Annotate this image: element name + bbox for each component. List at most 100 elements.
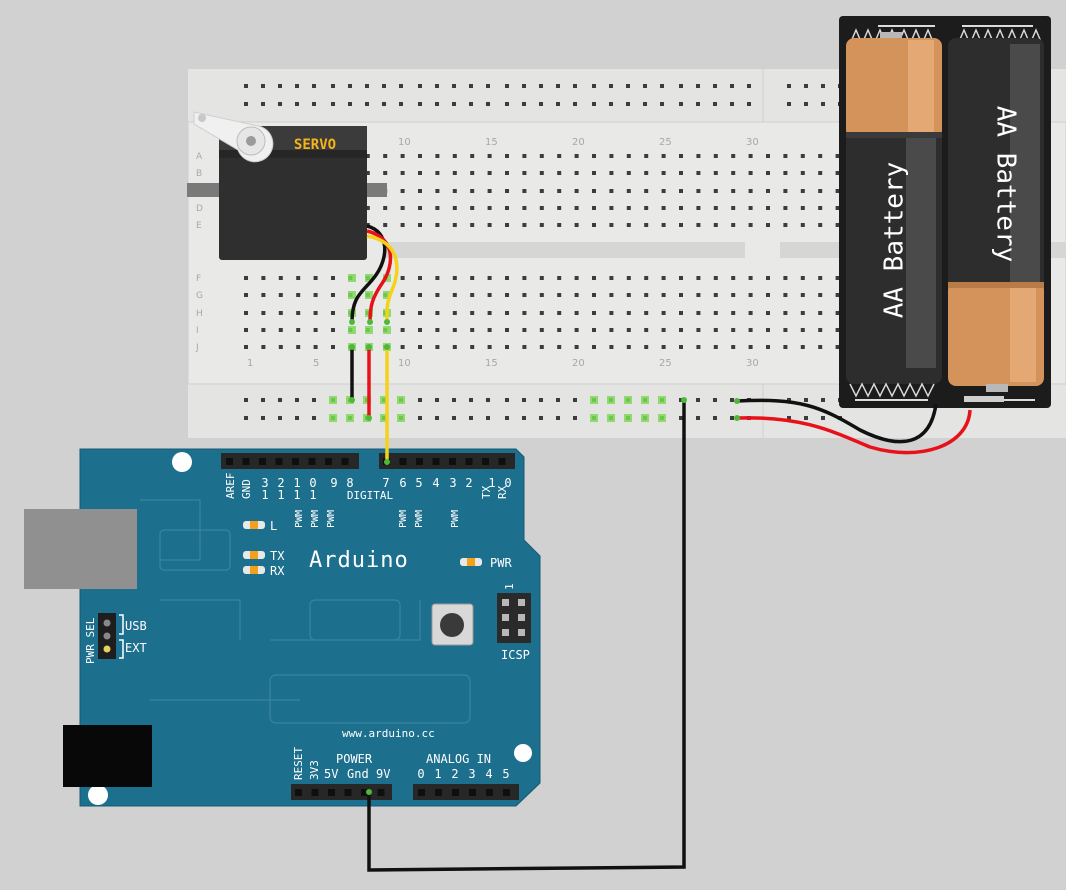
analog-pin-label: 2 (451, 767, 458, 781)
breadboard-hole (783, 223, 788, 227)
connected-hole (363, 396, 371, 404)
breadboard-hole (661, 206, 666, 210)
breadboard-hole (713, 293, 718, 297)
breadboard-hole (313, 345, 318, 349)
breadboard-hole (626, 84, 630, 88)
breadboard-hole (557, 223, 562, 227)
breadboard-hole (418, 293, 422, 297)
battery-label: AA Battery (880, 162, 910, 319)
breadboard-hole (818, 276, 823, 280)
connected-hole (590, 396, 598, 404)
breadboard-hole (470, 345, 475, 349)
breadboard-hole (748, 345, 753, 349)
breadboard-hole (835, 206, 840, 210)
breadboard-hole (522, 398, 526, 402)
breadboard-hole (696, 102, 700, 106)
breadboard-hole (400, 223, 405, 227)
breadboard-hole (383, 154, 388, 158)
connected-hole (383, 326, 391, 334)
servo-lead-yellow (366, 234, 399, 323)
mounting-hole (514, 744, 532, 762)
breadboard-hole (556, 102, 560, 106)
header-pin (226, 458, 233, 465)
breadboard-hole (505, 171, 509, 175)
breadboard-hole (609, 223, 614, 227)
column-number: 30 (746, 358, 759, 369)
breadboard-hole (435, 154, 440, 158)
breadboard-hole (435, 293, 440, 297)
breadboard-hole (592, 189, 596, 193)
breadboard-hole (609, 154, 614, 158)
breadboard-hole (418, 276, 422, 280)
icsp-pin (502, 614, 509, 621)
pin-label: 1 (488, 476, 495, 490)
battery-cell-right: AA Battery (948, 38, 1044, 392)
breadboard-hole (787, 102, 791, 106)
breadboard-hole (644, 345, 649, 349)
pwm-label: PWM (294, 510, 305, 528)
breadboard-hole (452, 398, 456, 402)
breadboard-hole (731, 311, 736, 315)
breadboard-hole (592, 223, 596, 227)
breadboard-hole (505, 154, 509, 158)
wire-end (384, 319, 390, 325)
wire-end (366, 789, 372, 795)
breadboard-hole (539, 189, 544, 193)
analog-label: ANALOG IN (426, 752, 491, 766)
breadboard-hole (748, 154, 753, 158)
breadboard-hole (556, 416, 560, 420)
breadboard-hole (278, 84, 282, 88)
breadboard-hole (747, 84, 751, 88)
header-pin (498, 458, 506, 465)
breadboard-hole (679, 223, 683, 227)
header-pin (328, 789, 335, 796)
breadboard-hole (261, 398, 265, 402)
breadboard-hole (435, 276, 440, 280)
breadboard-hole (626, 171, 631, 175)
breadboard-hole (731, 328, 736, 332)
breadboard-hole (696, 416, 700, 420)
row-letter: H (196, 309, 203, 319)
breadboard-hole (539, 416, 543, 420)
breadboard-hole (400, 293, 405, 297)
breadboard-hole (696, 84, 700, 88)
breadboard-hole (331, 328, 335, 332)
battery-lead-red (736, 409, 972, 455)
battery-cell-left: AA Battery (846, 32, 942, 384)
breadboard-hole (505, 416, 509, 420)
connected-hole (329, 414, 337, 422)
breadboard-hole (644, 154, 649, 158)
analog-pin-label: 0 (417, 767, 424, 781)
breadboard-hole (661, 276, 666, 280)
breadboard-hole (766, 223, 770, 227)
breadboard-hole (313, 311, 318, 315)
pin-label: 1 (309, 488, 316, 502)
breadboard-hole (574, 345, 579, 349)
breadboard-hole (487, 223, 492, 227)
breadboard-hole (713, 223, 718, 227)
breadboard-hole (522, 84, 526, 88)
breadboard-hole (574, 189, 579, 193)
breadboard-hole (783, 293, 788, 297)
pwm-label: PWM (326, 510, 337, 528)
breadboard-hole (804, 416, 808, 420)
breadboard-hole (713, 328, 718, 332)
reset-button[interactable] (431, 603, 474, 646)
breadboard-hole (278, 328, 283, 332)
breadboard-hole (331, 311, 335, 315)
icsp-header (497, 593, 531, 643)
breadboard-hole (804, 84, 808, 88)
connected-hole (397, 396, 405, 404)
icsp-pin (518, 629, 525, 636)
ext-label: EXT (125, 641, 147, 655)
breadboard-hole (487, 293, 492, 297)
breadboard-hole (818, 154, 823, 158)
breadboard-hole (592, 293, 596, 297)
breadboard-hole (522, 171, 527, 175)
center-channel (383, 242, 745, 258)
breadboard-hole (748, 189, 753, 193)
column-number: 30 (746, 137, 759, 148)
breadboard-hole (505, 206, 509, 210)
power-select-jumper[interactable] (98, 613, 124, 659)
